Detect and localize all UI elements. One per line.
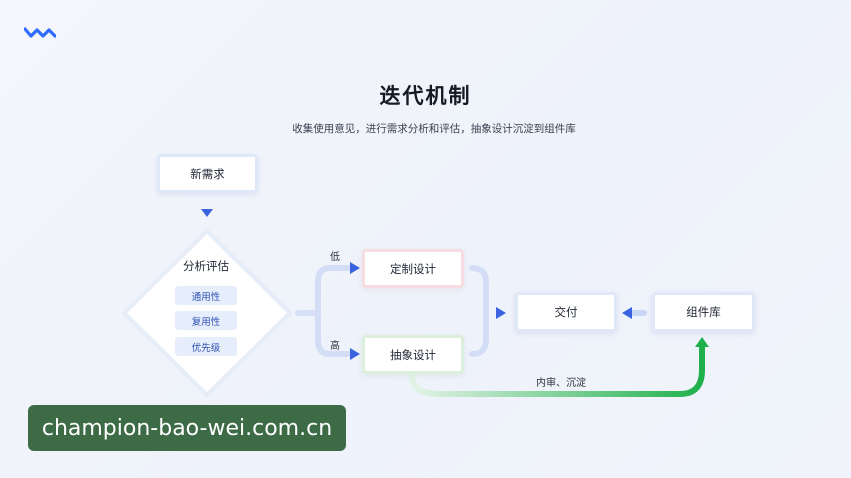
analysis-label: 分析评估 [183,259,229,273]
arrow-low-head [350,262,360,274]
node-component-library: 组件库 [652,292,755,332]
feedback-label: 内审、沉淀 [536,378,586,389]
merge-connector [469,265,499,357]
branch-connector [295,265,353,357]
arrow-request-to-analysis [201,196,213,217]
feedback-path [409,343,705,397]
node-abstract-design: 抽象设计 [362,335,464,374]
feedback-arrow-head [695,337,709,347]
branch-label-high: 高 [330,341,340,352]
brand-logo-icon [24,27,56,38]
node-delivery: 交付 [515,292,617,332]
arrow-merge-head [496,307,506,319]
node-custom-design: 定制设计 [362,249,464,288]
page-title: 迭代机制 [379,84,472,108]
branch-label-low: 低 [330,252,340,263]
criteria-tag-generality: 通用性 [175,286,237,305]
node-new-request: 新需求 [157,154,258,193]
criteria-tag-priority: 优先级 [175,337,237,356]
criteria-tag-reusability: 复用性 [175,311,237,330]
watermark-banner: champion-bao-wei.com.cn [28,405,346,451]
arrow-high-head [350,348,360,360]
page-subtitle: 收集使用意见，进行需求分析和评估，抽象设计沉淀到组件库 [292,123,576,135]
arrow-library-to-delivery [622,307,647,319]
